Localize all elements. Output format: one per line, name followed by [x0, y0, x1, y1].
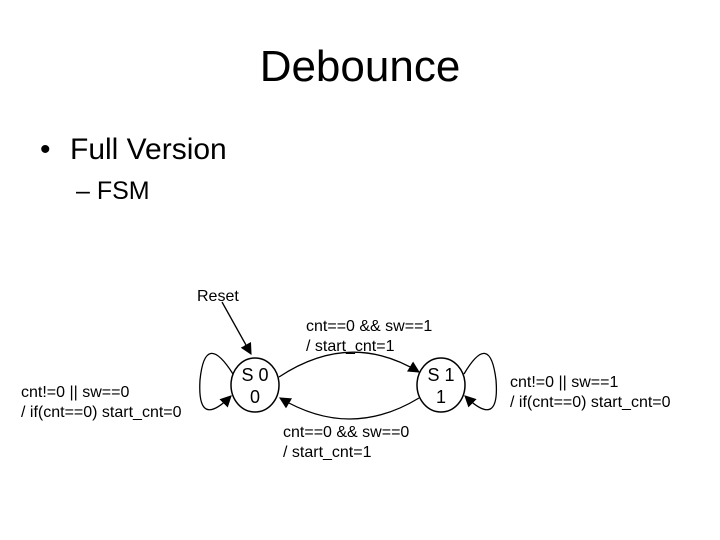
state-s1-label: S 1 1	[417, 364, 465, 408]
transition-s0-to-s1-action: / start_cnt=1	[306, 338, 395, 355]
transition-s1-to-s0-arrow	[278, 397, 420, 420]
transition-s0-self-action: / if(cnt==0) start_cnt=0	[21, 404, 182, 421]
sub-bullet-item: – FSM	[76, 174, 150, 208]
bullet-dot-icon: •	[40, 133, 51, 166]
transition-s1-to-s0-condition: cnt==0 && sw==0	[283, 424, 410, 441]
transition-s0-self-loop-arrow	[199, 352, 234, 411]
transition-s0-to-s1-condition: cnt==0 && sw==1	[306, 318, 433, 335]
transition-s1-self-action: / if(cnt==0) start_cnt=0	[510, 394, 671, 411]
state-s0-output: 0	[249, 387, 260, 407]
transition-s0-to-s1-arrow	[278, 351, 420, 378]
transition-s1-self-loop-arrow	[463, 352, 498, 411]
bullet-item: • Full Version	[40, 130, 227, 170]
reset-label: Reset	[197, 288, 239, 305]
state-s1-name: S 1	[427, 365, 455, 385]
sub-bullet-dash: –	[76, 177, 90, 205]
reset-arrow	[221, 301, 252, 356]
transition-s0-self-condition: cnt!=0 || sw==0	[21, 384, 130, 401]
transition-s1-to-s0-action: / start_cnt=1	[283, 444, 372, 461]
transition-s1-to-s0-label: cnt==0 && sw==0 / start_cnt=1	[283, 423, 409, 463]
state-s0-label: S 0 0	[231, 364, 279, 408]
transition-s0-to-s1-label: cnt==0 && sw==1 / start_cnt=1	[306, 317, 432, 357]
state-s1-circle	[416, 357, 466, 413]
sub-bullet-text: FSM	[96, 177, 150, 205]
transition-s1-self-condition: cnt!=0 || sw==1	[510, 374, 619, 391]
slide-title: Debounce	[259, 42, 461, 91]
transition-s0-self-label: cnt!=0 || sw==0 / if(cnt==0) start_cnt=0	[21, 383, 182, 423]
state-s0-circle	[230, 357, 280, 413]
state-s0-name: S 0	[241, 365, 269, 385]
transition-s1-self-label: cnt!=0 || sw==1 / if(cnt==0) start_cnt=0	[510, 373, 671, 413]
state-s1-output: 1	[435, 387, 446, 407]
bullet-text: Full Version	[70, 133, 227, 166]
